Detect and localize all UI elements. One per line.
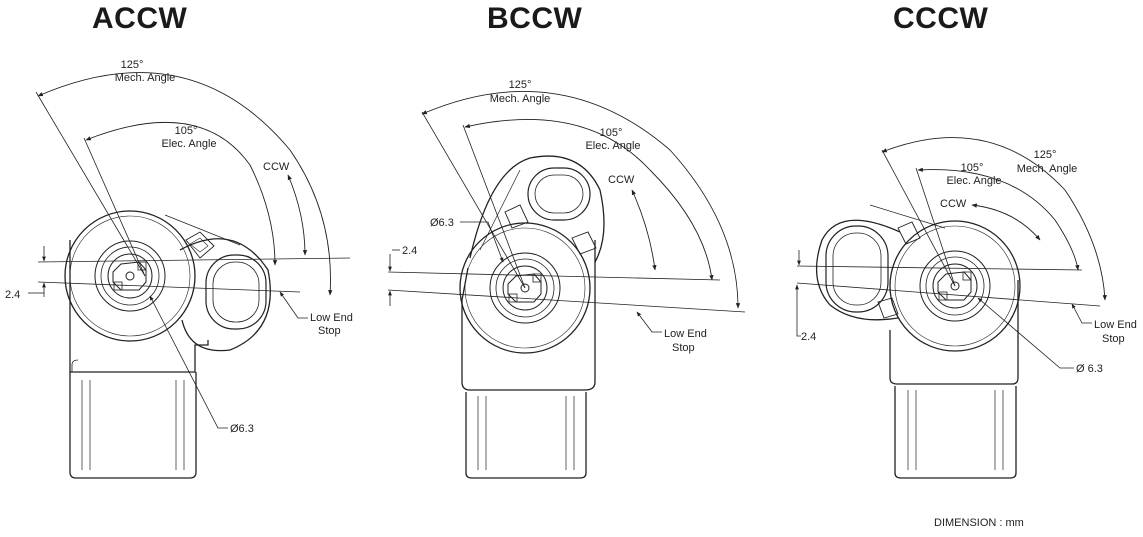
mech-angle-value-c: 125°: [1034, 149, 1057, 161]
elec-angle-label-a: Elec. Angle: [161, 138, 216, 150]
arcs-b: [421, 91, 741, 309]
view-accw: 125° Mech. Angle 105° Elec. Angle CCW Lo…: [5, 59, 353, 479]
mech-angle-label-a: Mech. Angle: [115, 72, 176, 84]
direction-label-c: CCW: [940, 198, 967, 210]
elec-angle-value-b: 105°: [600, 127, 623, 139]
view-cccw: 125° Mech. Angle 105° Elec. Angle CCW Lo…: [795, 137, 1137, 479]
angle-lines-b: [387, 111, 746, 313]
offset-dimension-b: [388, 249, 400, 306]
view-bccw: 125° Mech. Angle 105° Elec. Angle CCW Lo…: [387, 79, 746, 479]
mech-angle-label-b: Mech. Angle: [490, 93, 551, 105]
direction-label-b: CCW: [608, 174, 635, 186]
mech-angle-value-b: 125°: [509, 79, 532, 91]
arcs-c: [881, 137, 1107, 301]
view-title-accw: ACCW: [92, 2, 188, 35]
sensor-body-b: [459, 155, 605, 479]
low-end-stop-line2-c: Stop: [1102, 333, 1125, 345]
sensor-body-c: [816, 204, 1021, 479]
diameter-value-c: Ø 6.3: [1076, 363, 1103, 375]
mech-angle-value-a: 125°: [121, 59, 144, 71]
low-end-stop-line2-b: Stop: [672, 342, 695, 354]
diameter-value-a: Ø6.3: [230, 423, 254, 435]
view-title-cccw: CCCW: [893, 2, 989, 35]
direction-label-a: CCW: [263, 161, 290, 173]
view-title-bccw: BCCW: [487, 2, 583, 35]
low-end-stop-line1-a: Low End: [310, 312, 353, 324]
offset-dimension-c: [795, 250, 801, 337]
elec-angle-value-a: 105°: [175, 125, 198, 137]
offset-dimension-a: [28, 246, 46, 297]
diameter-value-b: Ø6.3: [430, 217, 454, 229]
low-end-stop-line1-c: Low End: [1094, 319, 1137, 331]
low-end-stop-line1-b: Low End: [664, 328, 707, 340]
offset-value-b: 2.4: [402, 245, 417, 257]
leaders-c: [977, 297, 1092, 369]
mech-angle-label-c: Mech. Angle: [1017, 163, 1078, 175]
arcs-a: [37, 72, 333, 296]
sensor-body-a: [64, 210, 271, 479]
low-end-stop-line2-a: Stop: [318, 325, 341, 337]
elec-angle-label-b: Elec. Angle: [585, 140, 640, 152]
offset-value-c: 2.4: [801, 331, 816, 343]
leaders-a: [149, 291, 308, 429]
elec-angle-label-c: Elec. Angle: [946, 175, 1001, 187]
leaders-b: [460, 221, 662, 333]
dimension-units-note: DIMENSION : mm: [934, 517, 1024, 529]
offset-value-a: 2.4: [5, 289, 20, 301]
elec-angle-value-c: 105°: [961, 162, 984, 174]
